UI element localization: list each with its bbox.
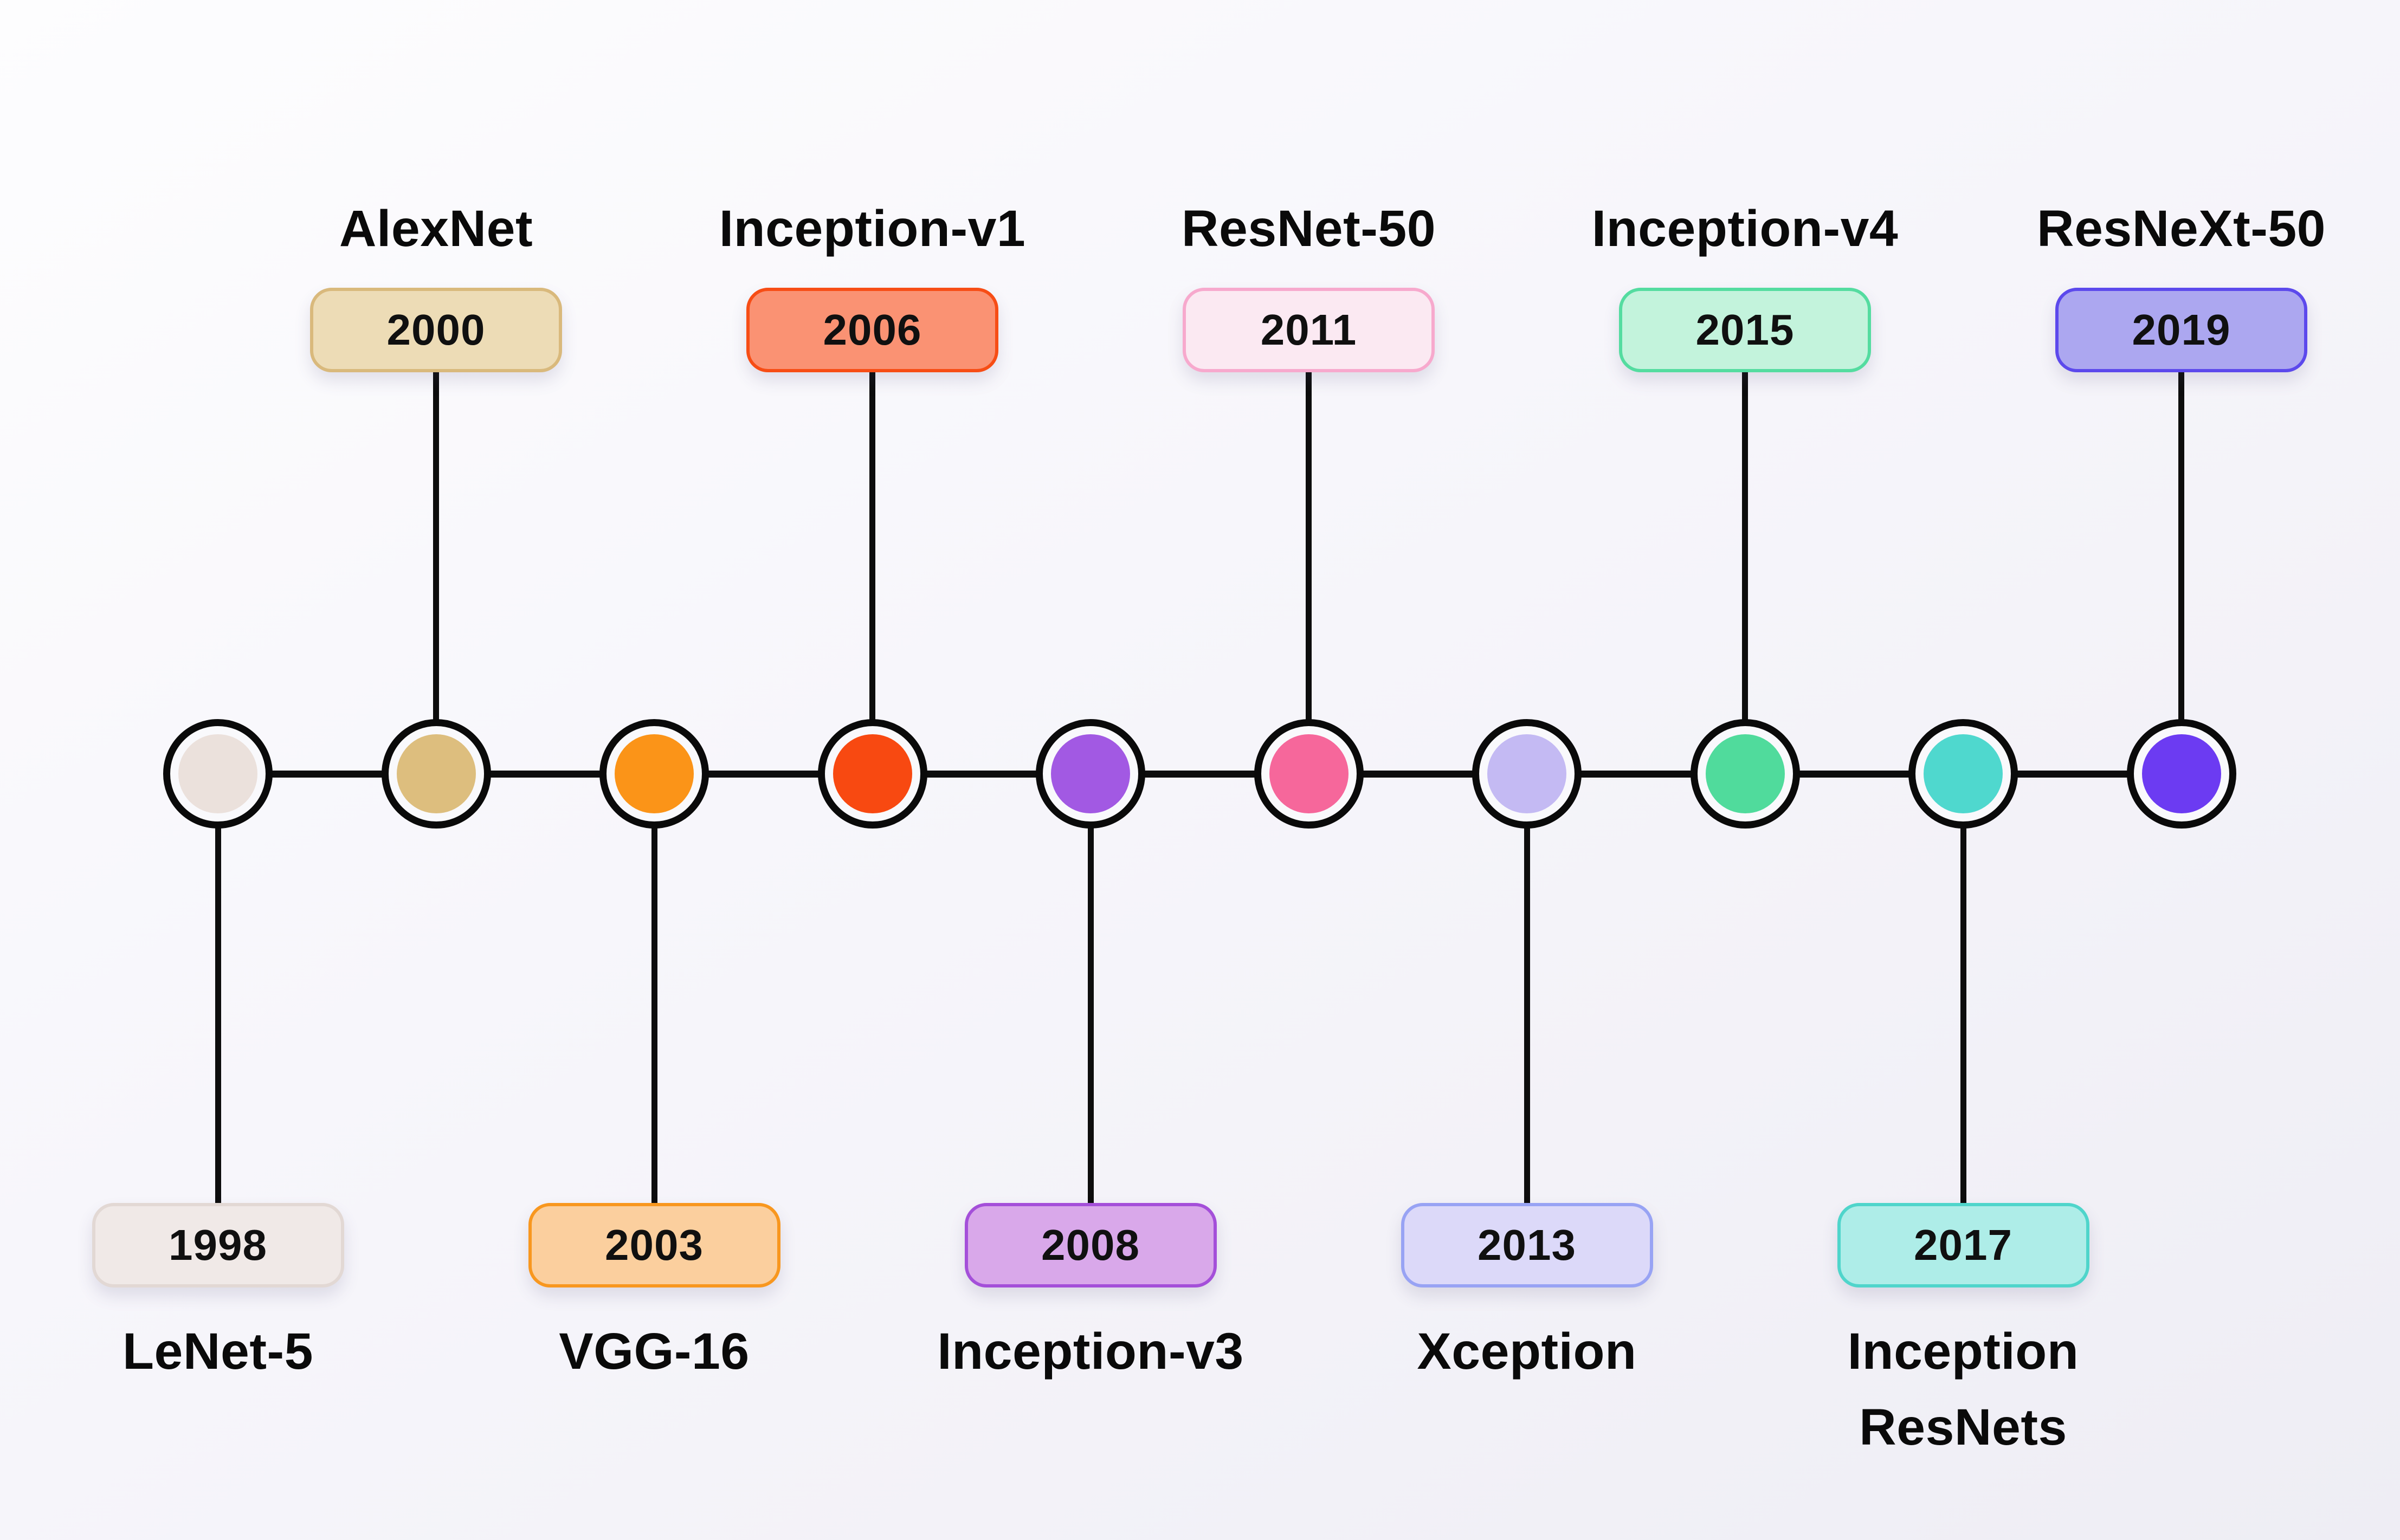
connector-line	[2178, 368, 2184, 722]
year-badge: 1998	[92, 1203, 344, 1287]
connector-line	[1742, 368, 1748, 722]
year-badge: 2011	[1183, 288, 1435, 372]
connector-line	[1524, 825, 1530, 1207]
year-badge: 2006	[746, 288, 998, 372]
year-badge: 2019	[2055, 288, 2307, 372]
timeline-line	[218, 770, 2182, 778]
timeline-node	[1036, 719, 1145, 829]
timeline-node	[163, 719, 273, 829]
year-label: 2015	[1695, 306, 1795, 354]
year-label: 2003	[605, 1221, 704, 1269]
timeline-node	[599, 719, 709, 829]
architecture-title: ResNet-50	[1181, 200, 1436, 257]
timeline-node-dot	[833, 734, 912, 813]
architecture-title: Inception-v1	[719, 200, 1026, 257]
timeline-node	[817, 719, 927, 829]
year-label: 2006	[823, 306, 922, 354]
architecture-title: Inception-v3	[937, 1323, 1244, 1380]
year-label: 2019	[2132, 306, 2231, 354]
timeline-node	[1254, 719, 1364, 829]
architecture-title: LeNet-5	[122, 1323, 313, 1380]
year-label: 2017	[1914, 1221, 2012, 1269]
connector-line	[869, 368, 875, 722]
year-badge: 2015	[1619, 288, 1871, 372]
timeline-node-dot	[1705, 734, 1785, 813]
timeline-node-dot	[1051, 734, 1130, 813]
timeline-node-dot	[178, 734, 257, 813]
timeline-node-dot	[615, 734, 694, 813]
year-badge: 2003	[528, 1203, 780, 1287]
architecture-title: ResNeXt-50	[2036, 200, 2326, 257]
year-badge: 2017	[1837, 1203, 2089, 1287]
timeline-node-dot	[396, 734, 476, 813]
timeline-node	[381, 719, 491, 829]
timeline-node-dot	[1487, 734, 1566, 813]
year-label: 2000	[386, 306, 486, 354]
timeline-node	[1908, 719, 2018, 829]
year-badge: 2000	[310, 288, 562, 372]
architecture-title: VGG-16	[559, 1323, 750, 1380]
connector-line	[433, 368, 439, 722]
connector-line	[651, 825, 657, 1207]
connector-line	[215, 825, 221, 1207]
connector-line	[1306, 368, 1312, 722]
year-label: 1998	[169, 1221, 267, 1269]
architecture-title: Inception-v4	[1591, 200, 1899, 257]
architecture-title: Xception	[1417, 1323, 1637, 1380]
connector-line	[1087, 825, 1094, 1207]
timeline-node	[1472, 719, 1582, 829]
year-label: 2013	[1478, 1221, 1576, 1269]
year-label: 2011	[1260, 306, 1357, 354]
timeline-node	[2126, 719, 2236, 829]
connector-line	[1960, 825, 1966, 1207]
architecture-title: AlexNet	[339, 200, 533, 257]
timeline-node-dot	[1269, 734, 1349, 813]
year-label: 2008	[1041, 1221, 1140, 1269]
year-badge: 2013	[1401, 1203, 1653, 1287]
timeline-node	[1690, 719, 1800, 829]
year-badge: 2008	[964, 1203, 1217, 1287]
timeline-node-dot	[2141, 734, 2221, 813]
architecture-title: Inception ResNets	[1847, 1323, 2079, 1456]
timeline-node-dot	[1924, 734, 2003, 813]
